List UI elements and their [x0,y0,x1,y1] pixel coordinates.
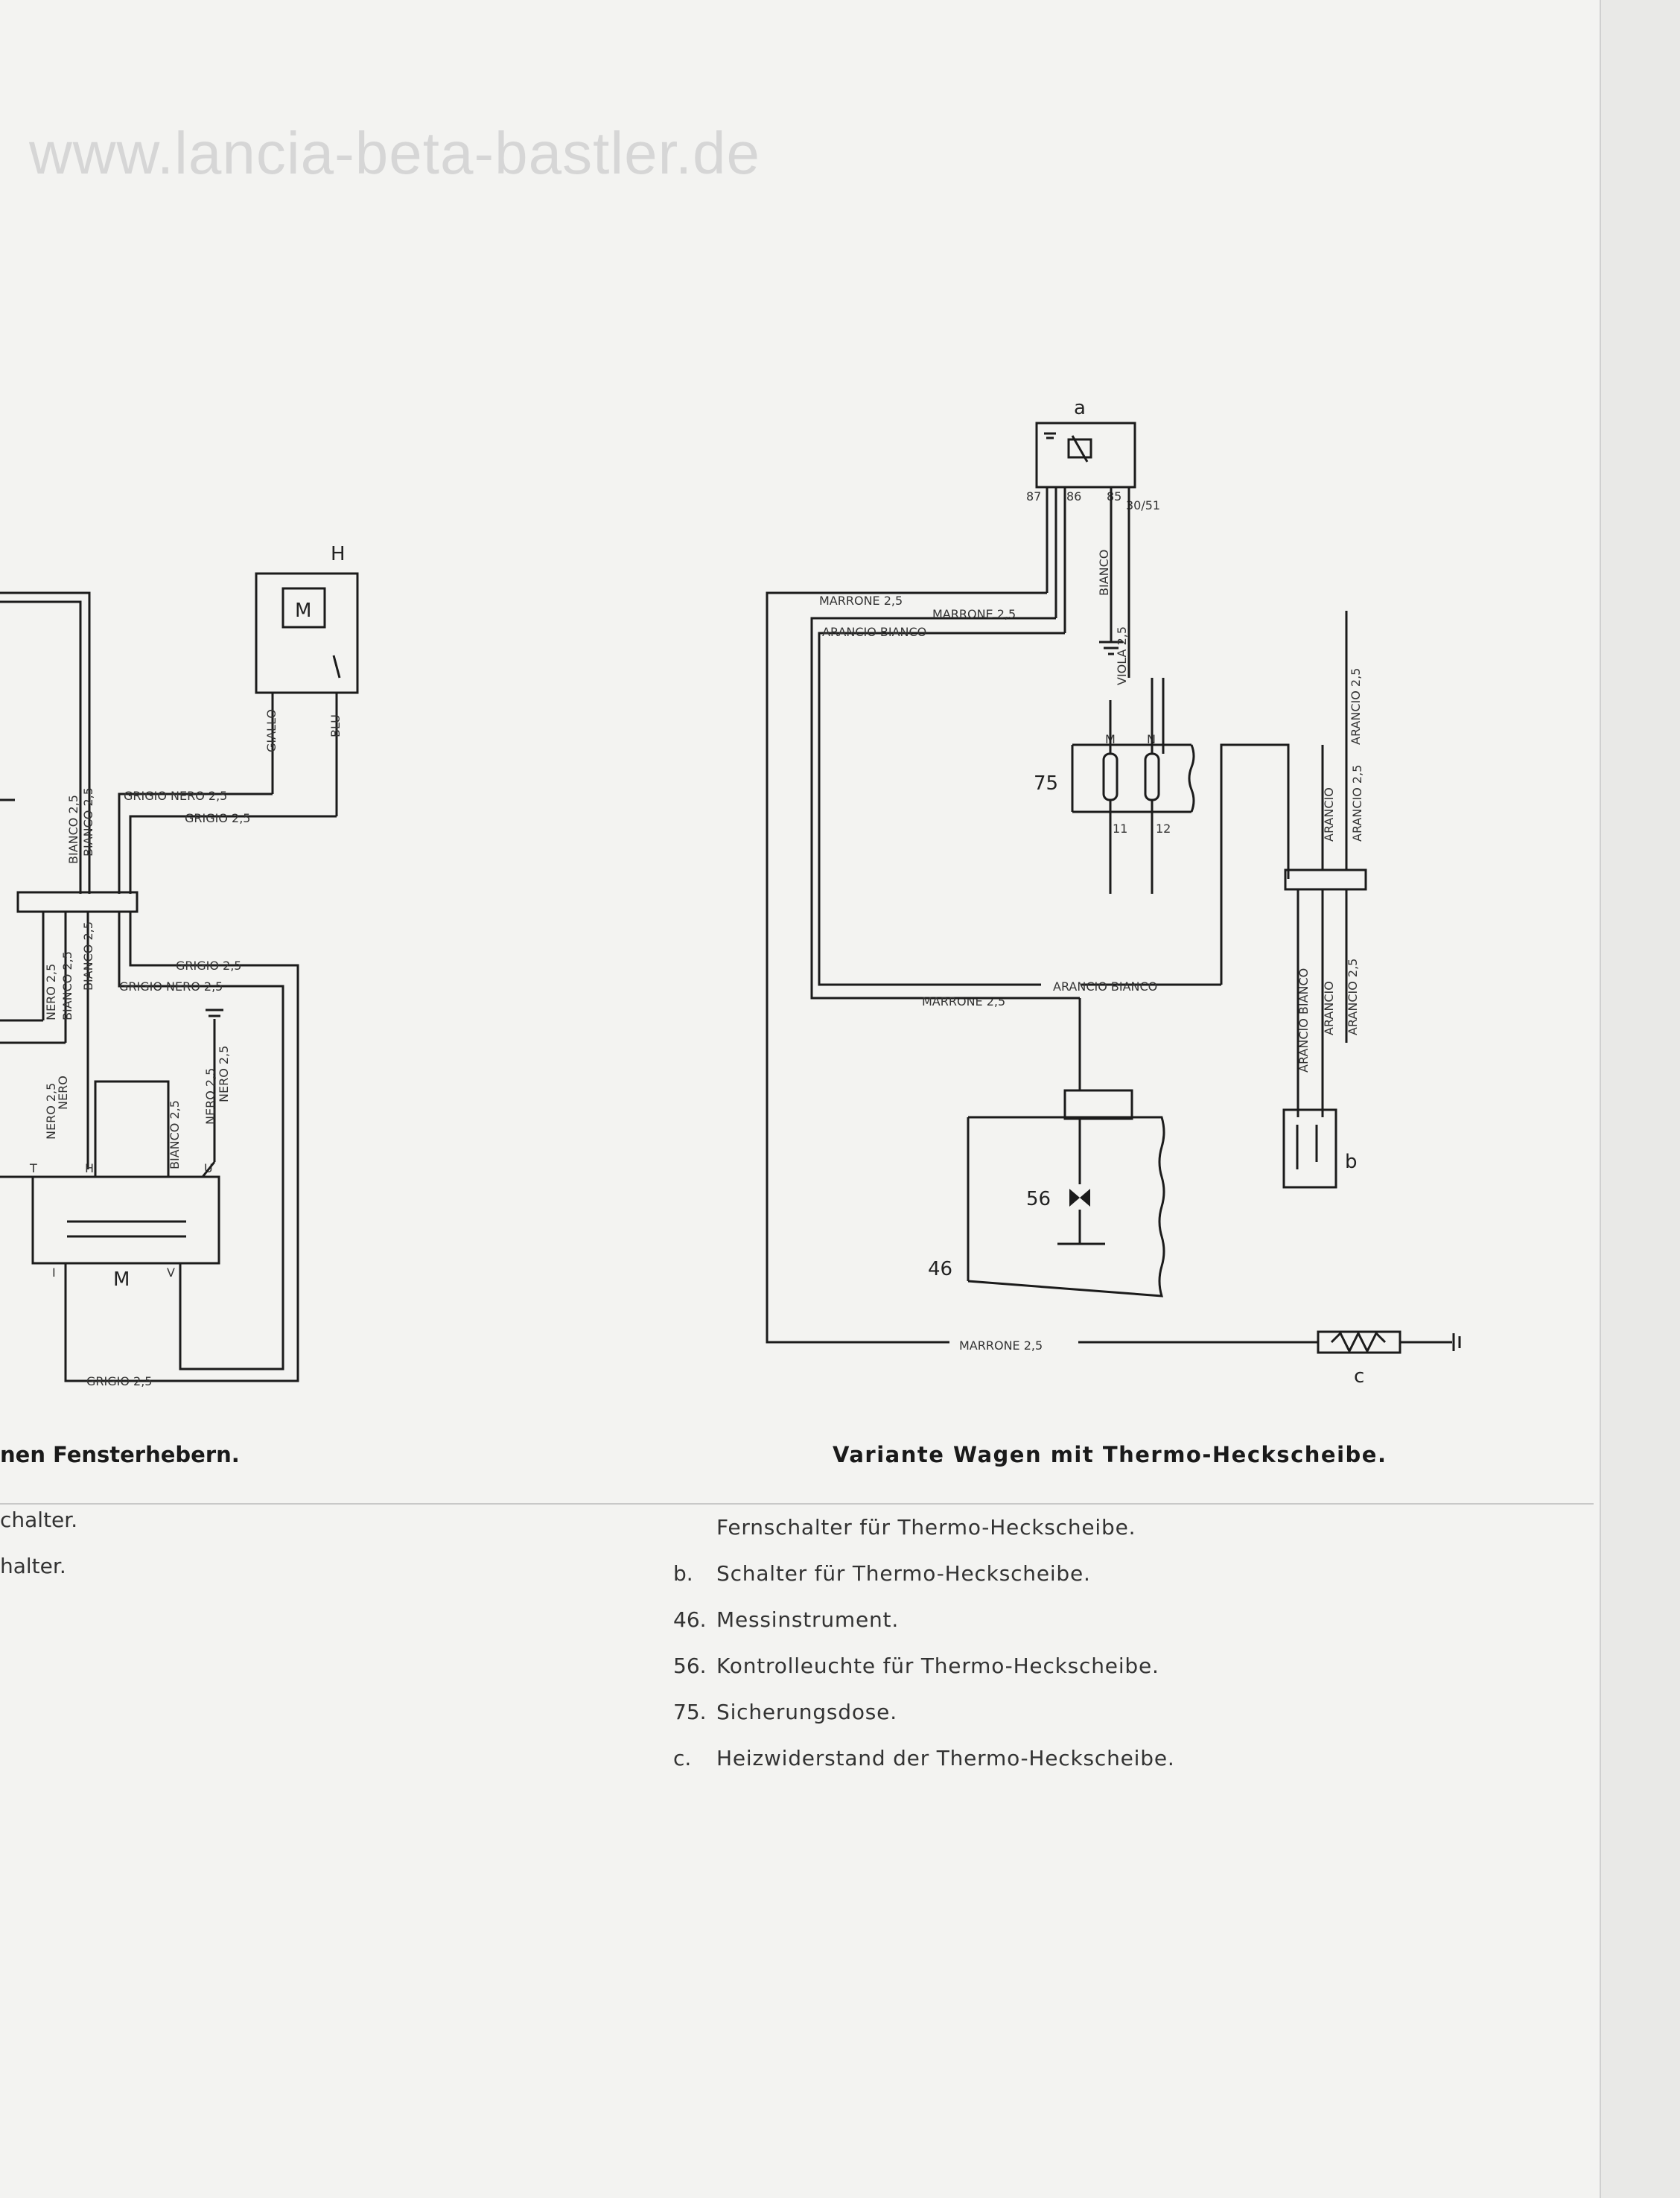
svg-text:M: M [295,600,311,622]
svg-text:ARANCIO BIANCO: ARANCIO BIANCO [822,625,926,639]
svg-text:BIANCO: BIANCO [1097,550,1111,596]
svg-text:86: 86 [1066,489,1081,504]
svg-text:NERO 2,5: NERO 2,5 [217,1046,231,1102]
left-legend-1: chalter. [0,1508,78,1532]
svg-text:MARRONE 2,5: MARRONE 2,5 [819,594,903,608]
watermark: www.lancia-beta-bastler.de [28,120,761,186]
svg-text:H: H [331,543,346,565]
relay-a: a 87 86 85 30/51 [1026,397,1160,512]
instrument-46: 56 46 [928,998,1165,1297]
caption-right: Variante Wagen mit Thermo-Heckscheibe. [833,1442,1387,1467]
svg-text:GRIGIO NERO 2,5: GRIGIO NERO 2,5 [119,979,223,994]
svg-text:BLU: BLU [328,714,343,737]
svg-text:12: 12 [1156,822,1171,836]
svg-text:56: 56 [1026,1188,1051,1210]
svg-text:GIALLO: GIALLO [264,709,279,752]
caption-left: nen Fensterhebern. [0,1442,240,1467]
svg-text:ARANCIO 2,5: ARANCIO 2,5 [1346,959,1360,1035]
svg-text:11: 11 [1113,822,1127,836]
svg-text:NERO: NERO [56,1076,70,1110]
svg-text:BIANCO 2,5: BIANCO 2,5 [66,795,80,864]
svg-text:GRIGIO 2,5: GRIGIO 2,5 [176,959,241,973]
svg-text:I: I [52,1265,56,1280]
svg-text:MARRONE 2,5: MARRONE 2,5 [922,994,1005,1009]
svg-text:T: T [29,1161,37,1175]
switch-b: b [1282,1108,1358,1189]
svg-text:c: c [1354,1365,1364,1388]
fuse-box-75: 75 M N 11 12 [1034,678,1195,894]
svg-text:VIOLA 2,5: VIOLA 2,5 [1115,626,1129,685]
paper-fold [0,1503,1594,1505]
relay-a-label: a [1074,397,1086,419]
svg-text:b: b [1345,1151,1358,1173]
svg-text:BIANCO 2,5: BIANCO 2,5 [60,951,74,1020]
svg-text:BIANCO 2,5: BIANCO 2,5 [81,787,95,857]
svg-text:ARANCIO 2,5: ARANCIO 2,5 [1349,668,1363,745]
svg-text:30/51: 30/51 [1126,498,1160,512]
left-legend-2: halter. [0,1554,66,1578]
svg-text:BIANCO 2,5: BIANCO 2,5 [168,1100,182,1169]
svg-text:NERO 2,5: NERO 2,5 [44,1083,58,1140]
svg-text:M: M [113,1268,130,1291]
svg-text:46: 46 [928,1258,952,1280]
svg-text:NERO 2,5: NERO 2,5 [203,1068,217,1125]
wiring-diagram: a 87 86 85 30/51 MARRONE 2,5 MARRONE 2,5… [0,397,1461,1388]
svg-text:V: V [167,1265,175,1280]
svg-text:NERO 2,5: NERO 2,5 [44,964,58,1020]
svg-text:87: 87 [1026,489,1041,504]
svg-text:MARRONE 2,5: MARRONE 2,5 [959,1338,1043,1353]
svg-text:ARANCIO: ARANCIO [1322,981,1336,1035]
svg-text:GRIGIO NERO 2,5: GRIGIO NERO 2,5 [124,789,227,803]
motor-h: M H [255,543,359,694]
svg-text:GRIGIO 2,5: GRIGIO 2,5 [86,1374,152,1388]
window-switch-m: M T H U I V [29,1161,220,1291]
svg-text:ARANCIO BIANCO: ARANCIO BIANCO [1053,979,1157,994]
page-edge [1600,0,1680,2198]
heater-c: c [1317,1330,1461,1388]
svg-text:BIANCO 2,5: BIANCO 2,5 [81,921,95,991]
svg-text:ARANCIO 2,5: ARANCIO 2,5 [1350,765,1364,842]
svg-text:75: 75 [1034,772,1058,795]
svg-text:H: H [85,1161,94,1175]
svg-text:ARANCIO BIANCO: ARANCIO BIANCO [1296,968,1311,1073]
svg-text:85: 85 [1107,489,1121,504]
svg-text:ARANCIO: ARANCIO [1322,787,1336,842]
svg-text:MARRONE 2,5: MARRONE 2,5 [932,607,1016,621]
svg-text:GRIGIO 2,5: GRIGIO 2,5 [185,811,250,825]
